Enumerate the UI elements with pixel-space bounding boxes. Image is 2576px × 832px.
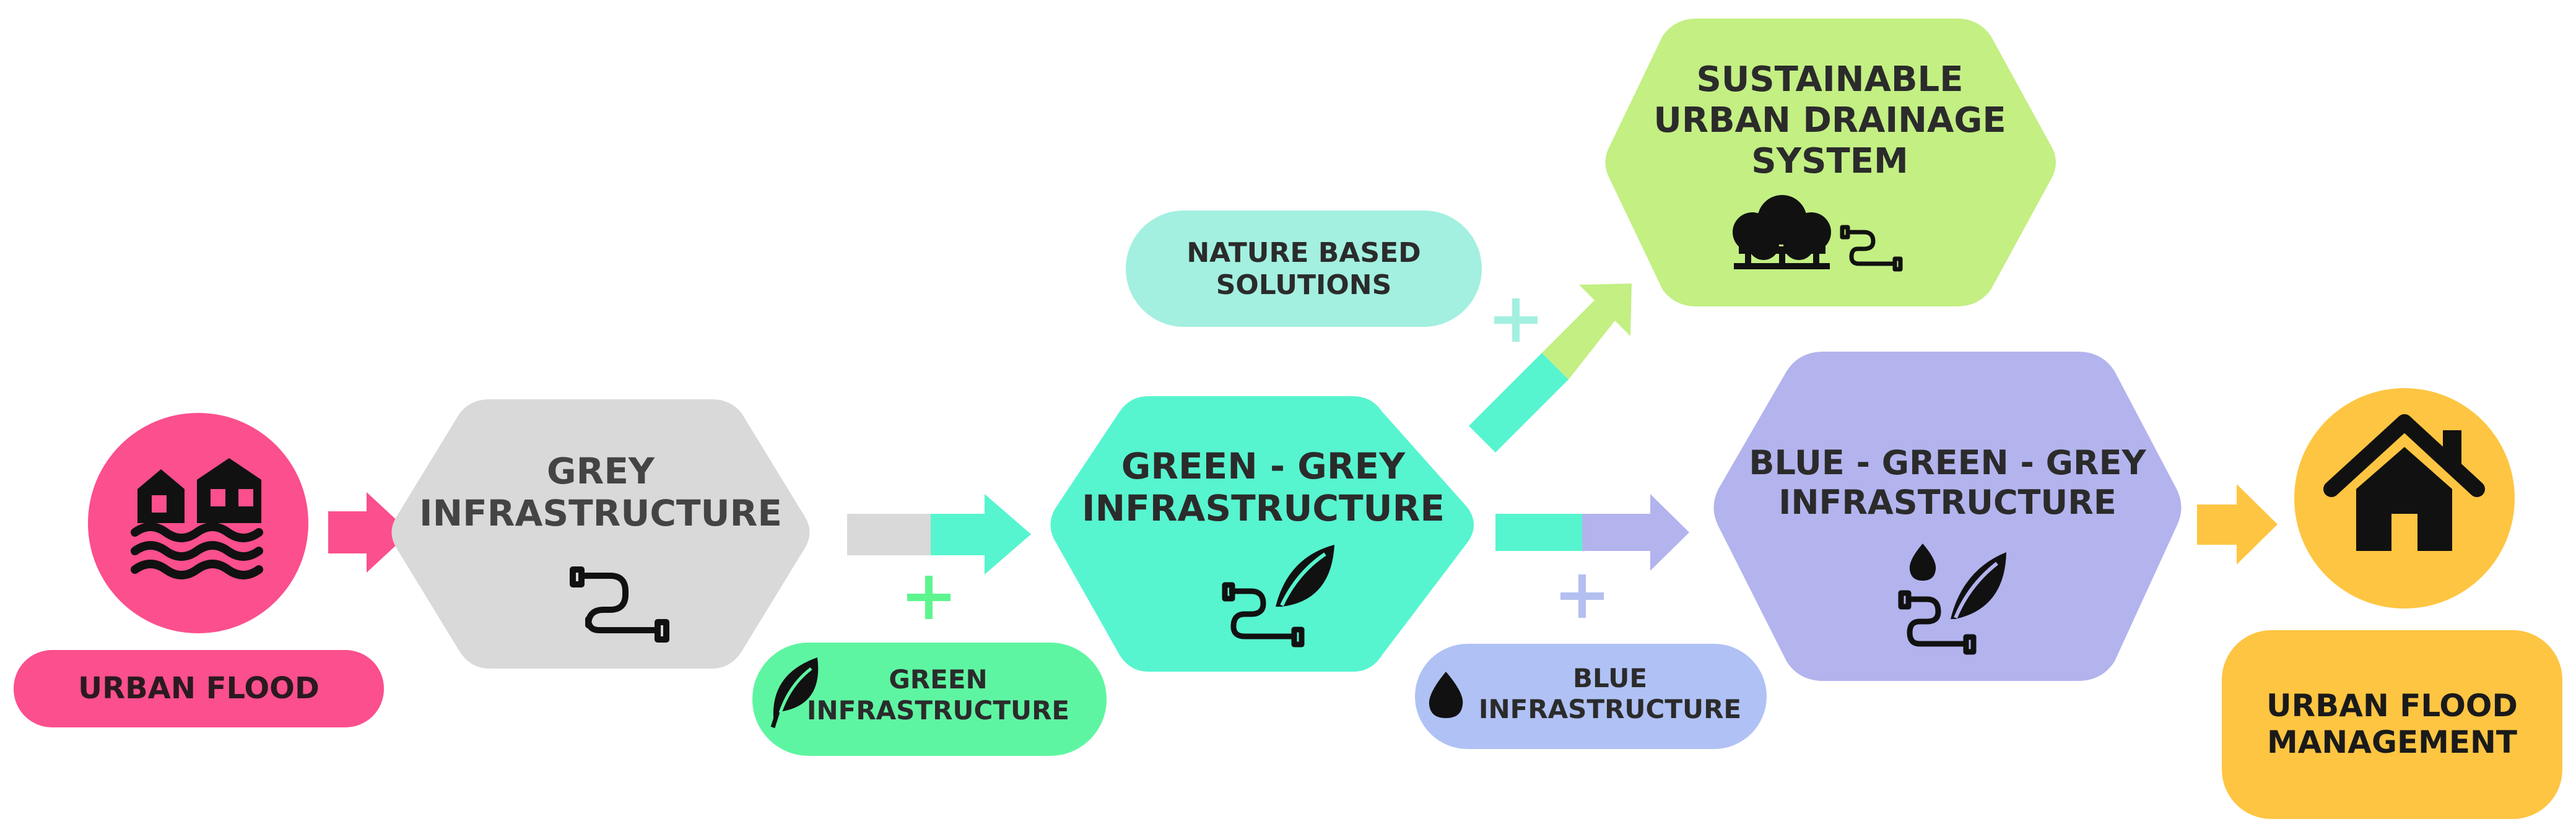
grey-infrastructure-hexagon <box>391 399 810 669</box>
ufm-label-box <box>2222 630 2562 819</box>
green-infrastructure-pill <box>752 643 1107 756</box>
arrow-grey-segment <box>847 514 931 555</box>
leaf-icon <box>770 657 819 729</box>
grey-infrastructure-label: GREY INFRASTRUCTURE <box>419 449 782 534</box>
nature-based-solutions-pill <box>1126 210 1482 327</box>
blue-green-grey-hexagon <box>1713 352 2182 681</box>
trees-pipe-icon <box>1733 195 1903 272</box>
nature-based-solutions-label: NATURE BASED SOLUTIONS <box>1186 237 1421 301</box>
arrow-flood-to-grey <box>328 492 410 573</box>
leaf-pipe-icon <box>1222 545 1334 648</box>
house-icon <box>2323 414 2485 551</box>
suds-label: SUSTAINABLE URBAN DRAINAGE SYSTEM <box>1653 59 2006 182</box>
arrow-green-grey-segment <box>1495 514 1582 551</box>
urban-flood-label-pill <box>14 650 384 727</box>
green-grey-infrastructure-label: GREEN - GREY INFRASTRUCTURE <box>1082 444 1445 529</box>
blue-infrastructure-pill <box>1415 644 1767 749</box>
arrow-to-blue-green-grey <box>1582 494 1689 571</box>
flood-waves-icon <box>131 522 263 579</box>
green-grey-infrastructure-hexagon <box>1050 396 1474 672</box>
urban-flood-label: URBAN FLOOD <box>78 671 320 706</box>
water-drop-icon <box>1429 672 1463 718</box>
blue-green-grey-label: BLUE - GREEN - GREY INFRASTRUCTURE <box>1749 443 2146 522</box>
arrow-grey-to-green-grey <box>931 494 1031 574</box>
green-infrastructure-label: GREEN INFRASTRUCTURE <box>806 664 1070 726</box>
flooded-houses-icon <box>137 458 261 523</box>
arrow-green-grey-to-nbs-segment <box>1469 353 1569 453</box>
blue-infrastructure-label: BLUE INFRASTRUCTURE <box>1478 662 1742 724</box>
ufm-label: URBAN FLOOD MANAGEMENT <box>2266 688 2518 760</box>
arrow-to-suds <box>1542 284 1632 379</box>
plus-blue-icon <box>1560 574 1604 618</box>
plus-nbs-icon <box>1494 298 1538 342</box>
drop-leaf-pipe-icon <box>1898 544 2006 655</box>
suds-hexagon <box>1605 19 2056 306</box>
arrow-to-ufm <box>2197 484 2278 565</box>
pipe-icon <box>570 566 669 643</box>
plus-green-icon <box>907 576 951 619</box>
